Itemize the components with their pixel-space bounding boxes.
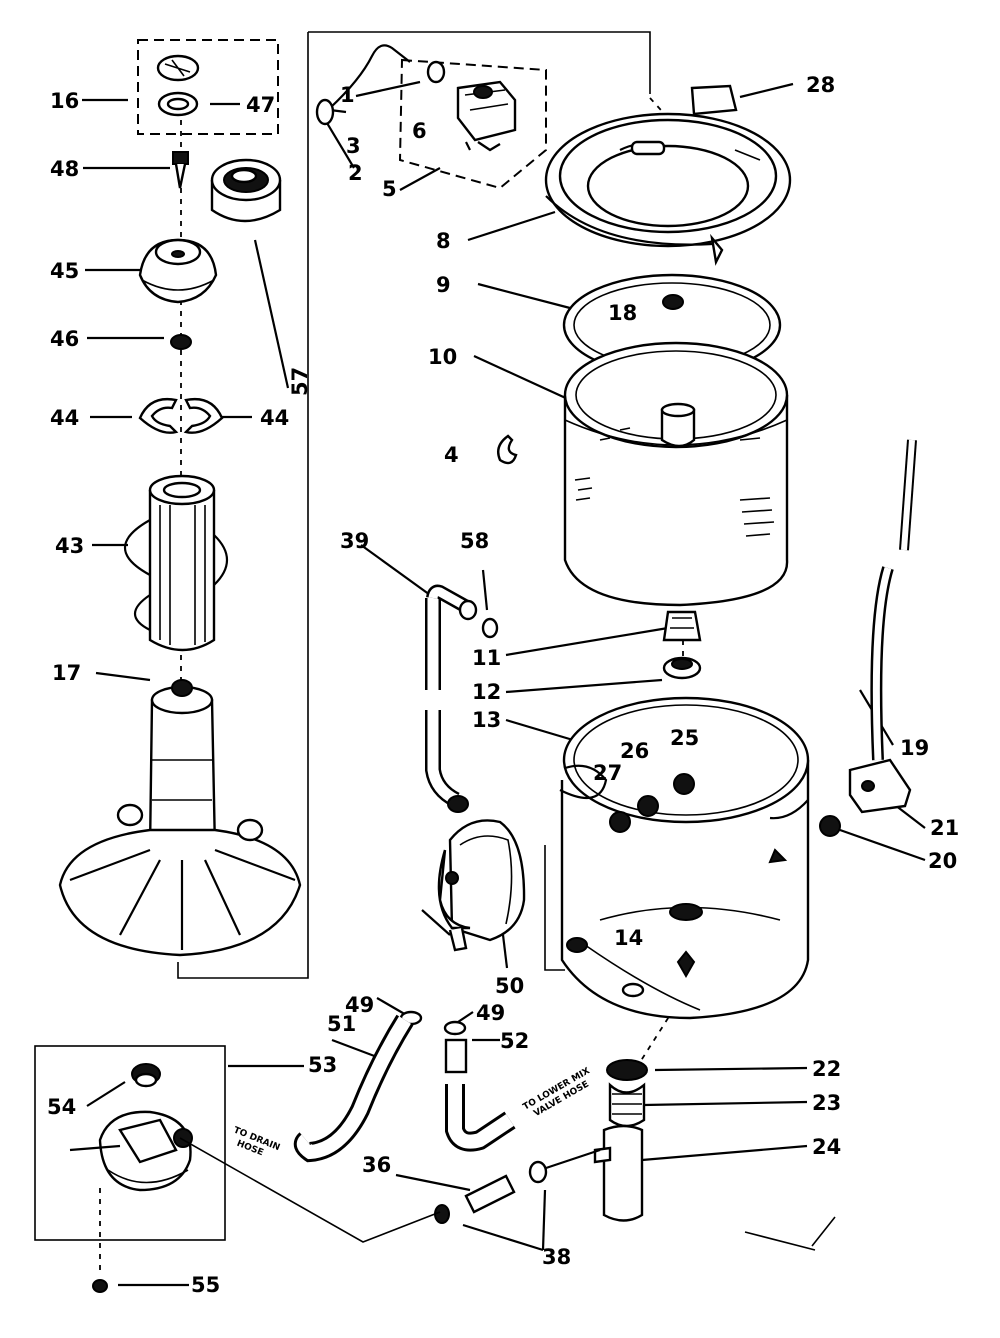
callout-53: 53: [308, 1053, 337, 1077]
nut-46: [170, 334, 192, 350]
callout-22: 22: [812, 1057, 841, 1081]
callout-47: 47: [246, 93, 275, 117]
grommet-25: [673, 773, 695, 795]
callout-58: 58: [460, 529, 489, 553]
callout-55: 55: [191, 1273, 220, 1297]
callout-57: 57: [288, 367, 312, 396]
callout-54: 54: [47, 1095, 76, 1119]
hose-19-21: [819, 439, 917, 837]
agitator-barrel-43: [123, 474, 228, 652]
callout-39: 39: [340, 529, 369, 553]
agitator-cap-45: [138, 238, 218, 304]
part-14: [676, 950, 696, 979]
callout-labels: 16 47 48 45 46 44 44 43 17 57 1 3 2 5 6 …: [47, 73, 959, 1297]
valve-hose-note: TO LOWER MIX VALVE HOSE: [522, 1066, 592, 1119]
callout-9: 9: [436, 273, 451, 297]
kit-box-16: [137, 39, 279, 135]
hoses-49-51-52: [293, 1010, 516, 1163]
clips-44: [138, 397, 224, 434]
part-18: [662, 294, 684, 310]
callout-3: 3: [346, 134, 361, 158]
callout-48: 48: [50, 157, 79, 181]
filter-cap-57: [210, 158, 282, 223]
callout-13: 13: [472, 708, 501, 732]
callout-11: 11: [472, 646, 501, 670]
part-28: [690, 84, 738, 116]
drain-assembly-22-24: [593, 1059, 648, 1222]
callout-23: 23: [812, 1091, 841, 1115]
spin-basket-10: [563, 341, 789, 607]
kit-box-53: [34, 1045, 226, 1241]
callout-27: 27: [593, 761, 622, 785]
callout-38: 38: [542, 1245, 571, 1269]
callout-20: 20: [928, 849, 957, 873]
callout-51: 51: [327, 1012, 356, 1036]
frame-tub-line: [544, 845, 565, 971]
callout-44-left: 44: [50, 406, 79, 430]
callout-25: 25: [670, 726, 699, 750]
callout-52: 52: [500, 1029, 529, 1053]
drain-hose-note: TO DRAIN HOSE: [232, 1126, 281, 1159]
callout-1: 1: [340, 83, 355, 107]
agitator-cap-kit: [156, 54, 200, 117]
pump-kit-53: [69, 1063, 441, 1293]
callout-18: 18: [608, 301, 637, 325]
hose-39-58: [425, 584, 499, 813]
pump-50: [421, 819, 526, 952]
callout-44-right: 44: [260, 406, 289, 430]
callout-5: 5: [382, 177, 397, 201]
callout-49-right: 49: [476, 1001, 505, 1025]
spin-seal-11-12: [662, 610, 702, 680]
grommet-26: [637, 795, 659, 817]
callout-10: 10: [428, 345, 457, 369]
callout-36: 36: [362, 1153, 391, 1177]
callout-43: 43: [55, 534, 84, 558]
frame-left-line: [177, 32, 309, 979]
callout-26: 26: [620, 739, 649, 763]
frame-top-line: [308, 31, 651, 94]
callout-14: 14: [614, 926, 643, 950]
callout-17: 17: [52, 661, 81, 685]
callout-6: 6: [412, 119, 427, 143]
lid-switch-box: [398, 58, 547, 190]
callout-2: 2: [348, 161, 363, 185]
callout-46: 46: [50, 327, 79, 351]
callout-16: 16: [50, 89, 79, 113]
callout-12: 12: [472, 680, 501, 704]
tub-ring-8: [544, 112, 792, 266]
callout-49-left: 49: [345, 993, 374, 1017]
callout-50: 50: [495, 974, 524, 998]
callout-21: 21: [930, 816, 959, 840]
callout-8: 8: [436, 229, 451, 253]
callout-4: 4: [444, 443, 459, 467]
callout-24: 24: [812, 1135, 841, 1159]
clip-4: [497, 434, 518, 465]
callout-28: 28: [806, 73, 835, 97]
bolt-48: [172, 151, 189, 189]
pen-mark: [744, 1216, 836, 1251]
callout-19: 19: [900, 736, 929, 760]
grommet-27: [609, 811, 631, 833]
agitator-base-17: [58, 679, 302, 957]
lid-switch-assembly: [315, 44, 517, 152]
callout-45: 45: [50, 259, 79, 283]
coupling-36-38: [434, 1148, 601, 1224]
